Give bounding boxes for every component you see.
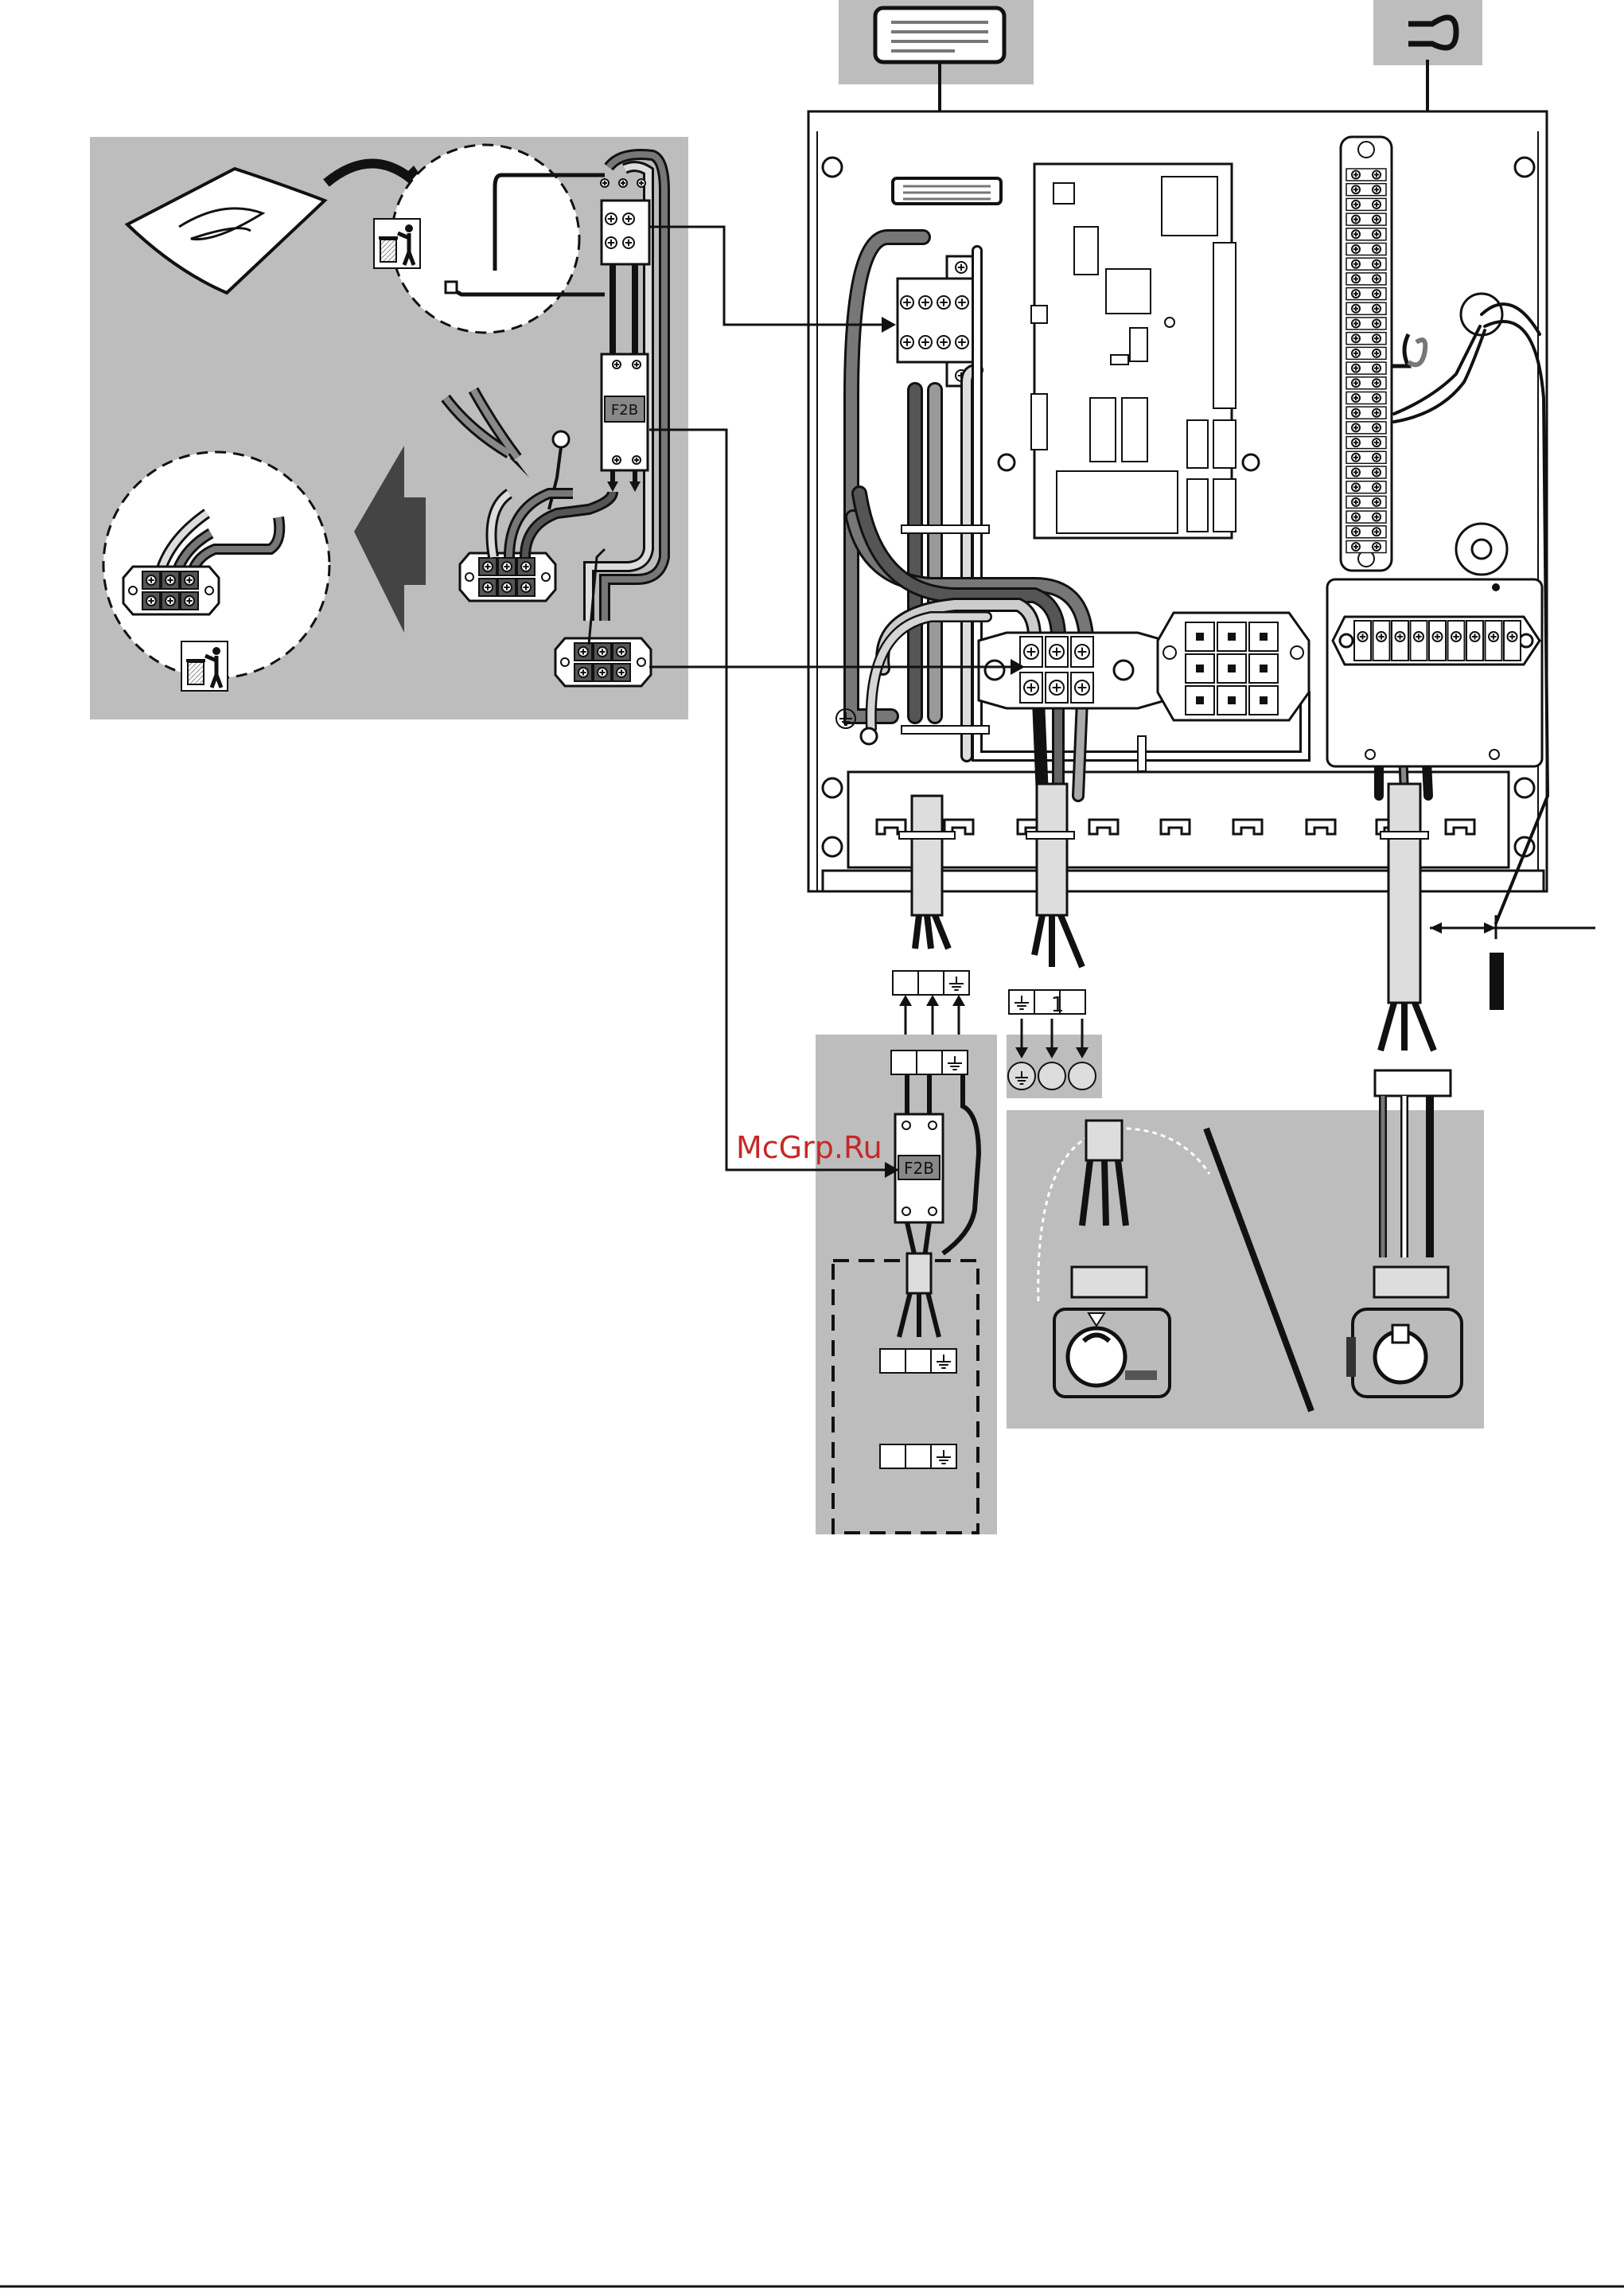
- terminal-number-label: 1: [1051, 993, 1065, 1017]
- label-sticker-panel: [839, 0, 1034, 84]
- trash-bin-icon-lower: [181, 641, 228, 691]
- supply-terminal-label: [893, 971, 969, 1035]
- terminal-rail: [1341, 137, 1392, 571]
- trash-bin-icon: [374, 219, 420, 268]
- bridge-link-panel: [1373, 0, 1482, 65]
- sensor-terminal-strip: [1327, 579, 1542, 766]
- breaker-label: F2B: [904, 1159, 934, 1178]
- retrofit-breaker-label: F2B: [611, 402, 638, 419]
- aux-block-grid: [1186, 622, 1278, 715]
- control-pcb: [1031, 164, 1236, 538]
- watermark-text: McGrp.Ru: [736, 1130, 882, 1165]
- sensor-strip-cells: [1354, 621, 1521, 661]
- sensor-distance-indicator: [1430, 915, 1595, 1010]
- cabinet-label-plate: [893, 178, 1001, 204]
- sheath-wires: [915, 915, 1434, 1051]
- breaker-f2b: F2B: [895, 1114, 943, 1222]
- label-sticker-icon: [875, 8, 1004, 62]
